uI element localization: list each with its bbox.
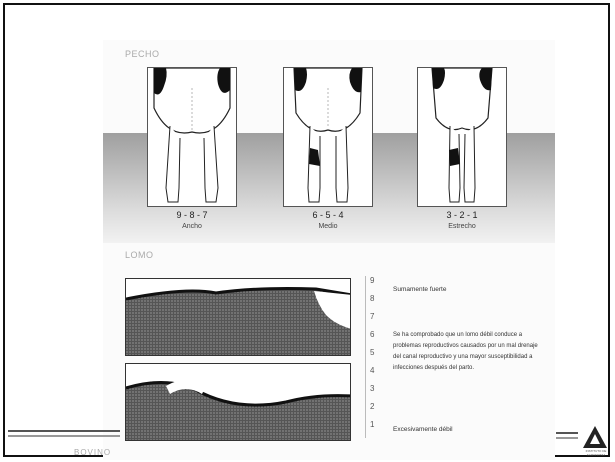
- triangle-logo-icon: [582, 425, 608, 449]
- chest-score-medium: 6 - 5 - 4: [283, 210, 373, 221]
- loin-section-title: LOMO: [125, 250, 154, 260]
- scale-value: 7: [370, 312, 374, 321]
- scale-value: 5: [370, 348, 374, 357]
- footer-rule-right-secondary: [556, 437, 578, 439]
- chest-panel-narrow: [417, 67, 507, 207]
- chest-section-title: PECHO: [125, 49, 160, 59]
- footer-text: BOVINO: [74, 448, 111, 457]
- chest-score-narrow: 3 - 2 - 1: [417, 210, 507, 221]
- scale-value: 1: [370, 420, 374, 429]
- loin-illustration-strong: [125, 278, 351, 356]
- loin-weak-label: Excesivamente débil: [393, 426, 453, 433]
- scale-value: 4: [370, 366, 374, 375]
- chest-label-medium: Medio: [283, 221, 373, 232]
- scale-value: 3: [370, 384, 374, 393]
- scanned-page: PECHO: [103, 40, 555, 460]
- chest-label-narrow: Estrecho: [417, 221, 507, 232]
- scale-value: 8: [370, 294, 374, 303]
- chest-panel-medium: [283, 67, 373, 207]
- footer-rule-left: [8, 430, 120, 432]
- loin-strong-label: Sumamente fuerte: [393, 286, 446, 293]
- chest-label-wide: Ancho: [147, 221, 237, 232]
- footer-rule-left-secondary: [8, 435, 120, 437]
- chest-caption-medium: 6 - 5 - 4 Medio: [283, 210, 373, 232]
- scale-value: 2: [370, 402, 374, 411]
- loin-illustration-weak: [125, 363, 351, 441]
- chest-caption-narrow: 3 - 2 - 1 Estrecho: [417, 210, 507, 232]
- loin-description-paragraph: Se ha comprobado que un lomo débil condu…: [393, 330, 543, 374]
- scale-value: 9: [370, 276, 374, 285]
- chest-panel-wide: [147, 67, 237, 207]
- chest-score-wide: 9 - 8 - 7: [147, 210, 237, 221]
- loin-score-scale: 9 8 7 6 5 4 3 2 1: [365, 276, 380, 438]
- scale-value: 6: [370, 330, 374, 339]
- chest-caption-wide: 9 - 8 - 7 Ancho: [147, 210, 237, 232]
- logo-text: INSTITUTO DE AGRONOMIA: [580, 449, 612, 457]
- footer-rule-right: [556, 432, 578, 434]
